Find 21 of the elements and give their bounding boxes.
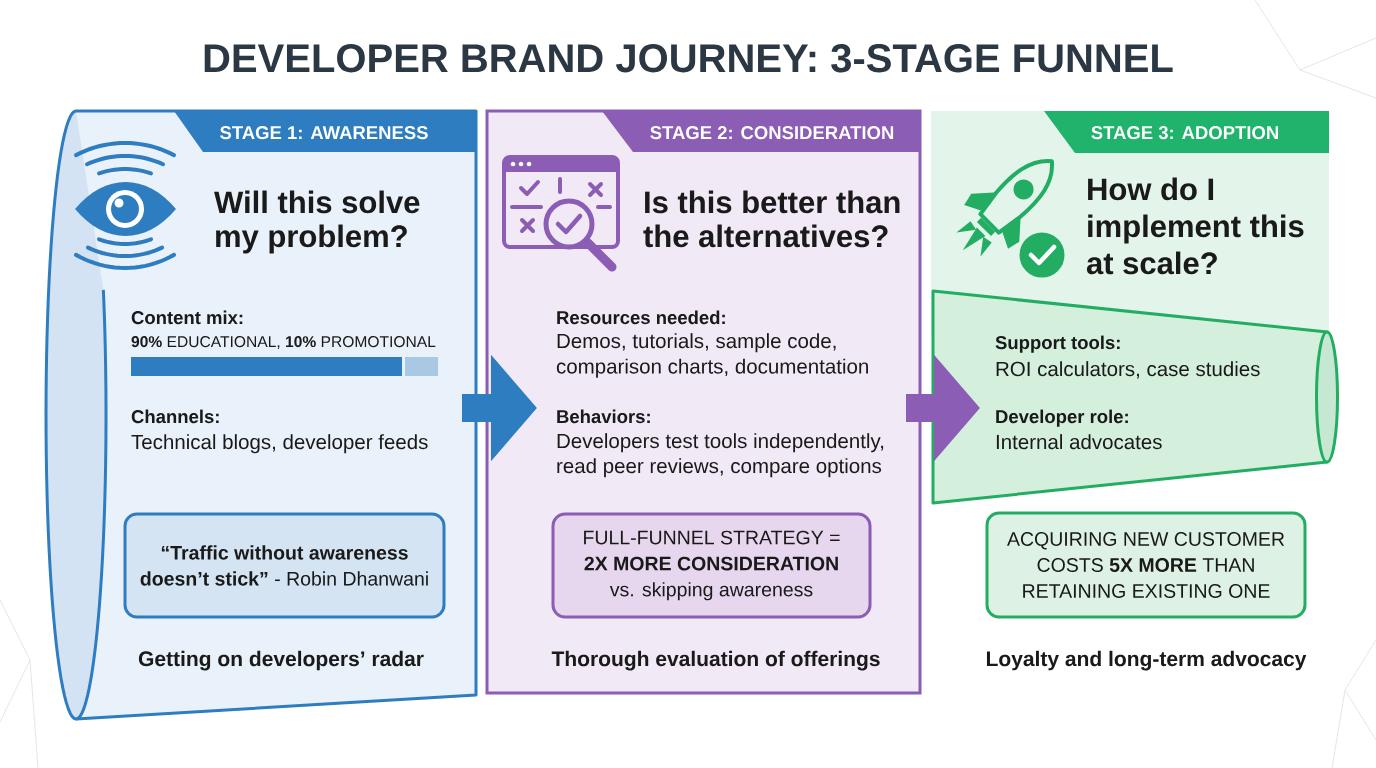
body-text: Technical blogs, developer feeds [131, 434, 428, 454]
header-tab: STAGE 3: ADOPTION [1044, 111, 1329, 153]
section-heading: Resources needed: [557, 310, 725, 325]
section-heading: Channels: [131, 409, 219, 424]
section-heading: Content mix: [131, 310, 243, 325]
header-tab: STAGE 2: CONSIDERATION [602, 111, 920, 152]
question-heading: How do I implement this at scale? [1086, 177, 1304, 275]
summary-text: Getting on developers’ radar [138, 650, 424, 671]
body-text: 90% EDUCATIONAL, 10% PROMOTIONAL [131, 336, 436, 349]
stat-box: FULL-FUNNEL STRATEGY = 2X MORE CONSIDERATION vs. skipping awareness [551, 512, 872, 619]
summary-text: Loyalty and long-term advocacy [986, 650, 1307, 671]
question-heading: Will this solve my problem? [214, 190, 420, 254]
title: DEVELOPER BRAND JOURNEY: 3-STAGE FUNNEL [204, 44, 1173, 73]
body-text: Demos, tutorials, sample code, comparison charts, documentation [556, 333, 868, 378]
callout-box: ACQUIRING NEW CUSTOMER COSTS 5X MORE THAN RETAINING EXISTING ONE [985, 511, 1307, 619]
header-tab: STAGE 1: AWARENESS [174, 111, 476, 152]
section-heading: Behaviors: [557, 409, 650, 424]
body-text: Developers test tools independently, read peer reviews, compare options [557, 433, 884, 478]
summary-text: Thorough evaluation of offerings [551, 650, 880, 671]
quote-box: “Traffic without awareness doesn’t stick” - Robin Dhanwani [123, 512, 446, 619]
question-heading: Is this better than the alternatives? [643, 190, 900, 248]
